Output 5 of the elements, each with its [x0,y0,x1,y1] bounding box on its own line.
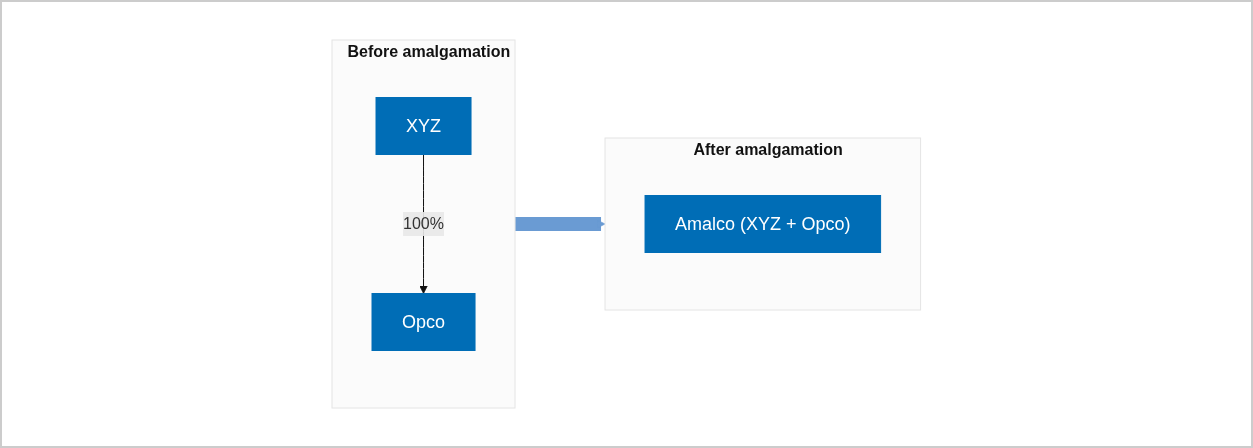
node-box: Amalco (XYZ + Opco) [644,195,882,253]
node-box: Opco [371,293,476,351]
edge-label: 100% [403,215,445,232]
arrow [515,217,606,231]
node-box: XYZ [375,97,472,155]
